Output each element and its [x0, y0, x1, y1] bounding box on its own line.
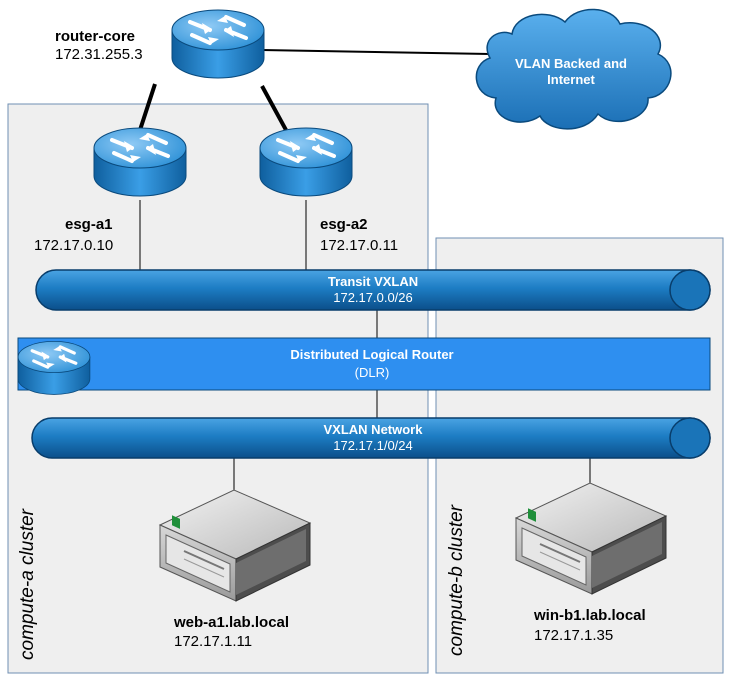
vxlan-network-subnet: 172.17.1/0/24: [333, 438, 413, 453]
router-core-icon: [170, 8, 266, 80]
transit-vxlan-tube: Transit VXLAN 172.17.0.0/26: [35, 269, 711, 311]
vxlan-network-name: VXLAN Network: [324, 422, 424, 437]
esg-a2-name: esg-a2: [320, 216, 368, 233]
links: [138, 49, 591, 490]
dlr-abbr: (DLR): [355, 365, 390, 380]
esg-a1-router-icon: [92, 126, 188, 198]
dlr-router-icon: [16, 339, 92, 397]
router-core-name: router-core: [55, 28, 135, 45]
web-a1-name: web-a1.lab.local: [173, 614, 289, 631]
esg-a1-ip: 172.17.0.10: [34, 237, 113, 254]
compute-b-cluster-label: compute-b cluster: [446, 504, 467, 656]
esg-a2-router-icon: [258, 126, 354, 198]
esg-a2-ip: 172.17.0.11: [320, 237, 398, 254]
cloud-label-line2: Internet: [547, 72, 595, 87]
win-b1-ip: 172.17.1.35: [534, 627, 613, 644]
internet-cloud: VLAN Backed and Internet: [475, 8, 672, 130]
dlr-bar: Distributed Logical Router (DLR): [17, 337, 711, 391]
dlr-name: Distributed Logical Router: [290, 347, 453, 362]
esg-a1-name: esg-a1: [65, 216, 113, 233]
transit-vxlan-name: Transit VXLAN: [328, 274, 418, 289]
vxlan-network-tube: VXLAN Network 172.17.1/0/24: [31, 417, 711, 459]
cloud-label-line1: VLAN Backed and: [515, 56, 627, 71]
web-a1-ip: 172.17.1.11: [174, 633, 252, 650]
win-b1-name: win-b1.lab.local: [533, 607, 646, 624]
router-core-ip: 172.31.255.3: [55, 46, 143, 63]
transit-vxlan-subnet: 172.17.0.0/26: [333, 290, 413, 305]
compute-a-cluster-label: compute-a cluster: [17, 508, 38, 660]
